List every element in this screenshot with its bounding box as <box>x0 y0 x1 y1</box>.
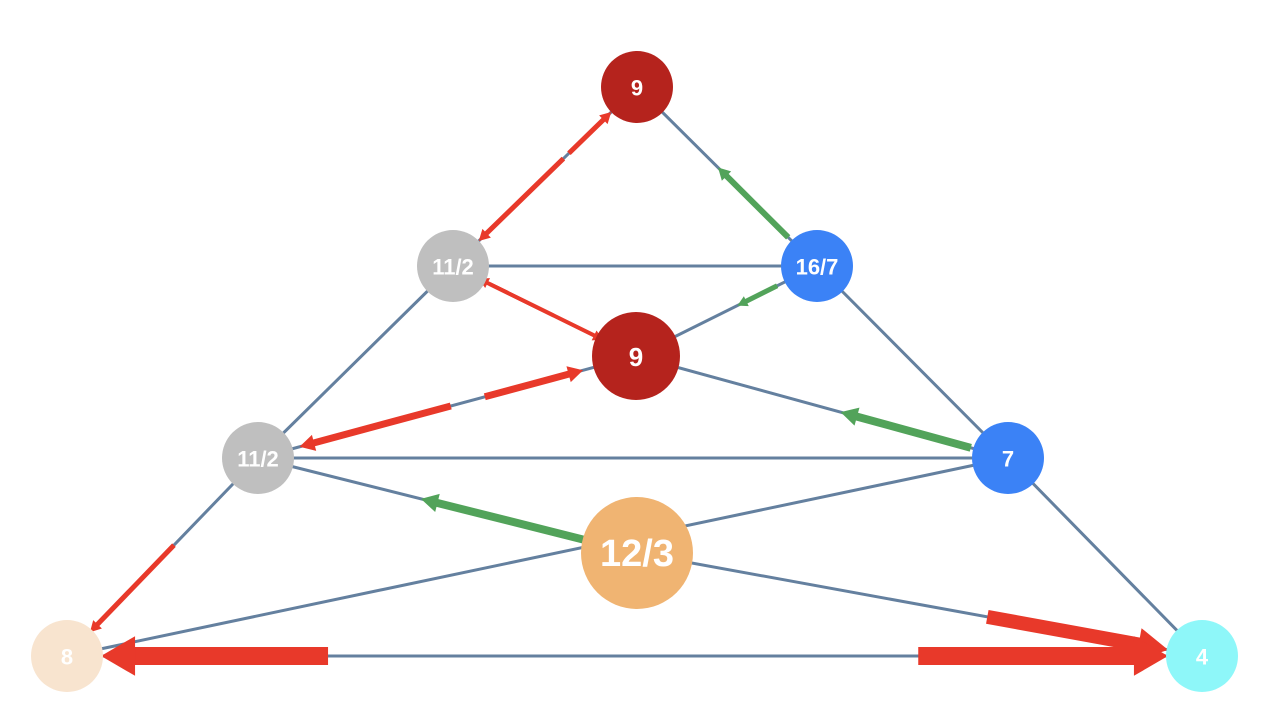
flow-arrow-shaft <box>744 283 779 304</box>
flow-arrow-shaft <box>95 543 176 627</box>
node-circle <box>781 230 853 302</box>
flow-arrow-head <box>299 434 317 451</box>
node-circle <box>592 312 680 400</box>
node-circle <box>972 422 1044 494</box>
flow-arrow-shaft <box>567 117 606 156</box>
flow-arrow-center-to-mid-left-upper <box>478 278 555 318</box>
node-lower-center: 12/3 <box>581 497 693 609</box>
flow-arrow-shaft <box>485 280 555 318</box>
flow-arrow-shaft <box>484 156 566 236</box>
node-label: 9 <box>631 76 643 101</box>
flow-arrow-head <box>718 167 732 181</box>
flow-arrow-bottom-right-to-bottom-left <box>101 636 329 676</box>
flow-arrow-shaft <box>435 498 585 544</box>
edge-mid-left-upper-mid-left-lower <box>256 264 455 460</box>
flow-arrow-bottom-left-to-bottom-right <box>918 636 1168 676</box>
flow-arrow-mid-right-upper-to-center <box>737 283 779 307</box>
node-mid-left-lower: 11/2 <box>222 422 294 494</box>
flow-arrow-head <box>737 296 749 307</box>
node-mid-right-upper: 16/7 <box>781 230 853 302</box>
node-circle <box>601 51 673 123</box>
node-label: 16/7 <box>796 255 839 280</box>
flow-arrow-mid-right-upper-to-top <box>718 167 791 240</box>
node-label: 7 <box>1002 447 1014 472</box>
flow-arrow-head <box>566 366 584 383</box>
edge-mid-right-lower-bottom-left <box>66 456 1009 658</box>
node-label: 4 <box>1196 645 1209 670</box>
node-circle <box>581 497 693 609</box>
flow-arrow-mid-right-lower-to-center <box>840 407 972 452</box>
edge-mid-right-upper-mid-right-lower <box>815 264 1010 460</box>
node-label: 12/3 <box>600 533 674 575</box>
flow-arrow-shaft <box>986 609 1141 652</box>
flow-arrow-head <box>420 493 440 513</box>
nodes-layer: 9 11/2 16/7 9 11/2 7 12/3 8 4 <box>31 51 1238 692</box>
flow-arrow-mid-left-lower-to-center <box>483 366 584 401</box>
flow-arrow-lower-center-to-mid-left-lower <box>420 493 585 544</box>
flow-arrow-shaft <box>483 370 571 401</box>
flow-arrow-mid-left-lower-to-bottom-left <box>89 543 176 633</box>
flow-arrow-shaft <box>854 412 972 452</box>
node-top: 9 <box>601 51 673 123</box>
flow-arrow-head <box>478 228 491 241</box>
flow-arrow-head <box>101 636 136 676</box>
flow-arrow-center-to-mid-left-lower <box>299 402 452 451</box>
flow-arrow-mid-left-upper-to-top <box>567 112 612 156</box>
flow-arrow-head <box>1133 636 1168 676</box>
node-circle <box>222 422 294 494</box>
node-label: 11/2 <box>432 255 474 280</box>
node-mid-right-lower: 7 <box>972 422 1044 494</box>
node-center: 9 <box>592 312 680 400</box>
flow-arrow-head <box>89 620 102 633</box>
node-circle <box>1166 620 1238 692</box>
flow-arrow-head <box>599 112 612 125</box>
node-bottom-right: 4 <box>1166 620 1238 692</box>
flow-arrow-top-to-mid-left-upper <box>478 156 566 241</box>
node-bottom-left: 8 <box>31 620 103 692</box>
node-label: 8 <box>61 645 73 670</box>
node-label: 11/2 <box>237 447 279 472</box>
flows-layer <box>89 112 1169 676</box>
flow-arrow-shaft <box>312 402 452 447</box>
node-circle <box>417 230 489 302</box>
flow-arrow-head <box>840 407 860 426</box>
node-circle <box>31 620 103 692</box>
node-label: 9 <box>629 342 643 372</box>
edge-mid-right-lower-bottom-right <box>1006 456 1204 658</box>
flow-arrow-shaft <box>723 173 791 240</box>
node-mid-left-upper: 11/2 <box>417 230 489 302</box>
